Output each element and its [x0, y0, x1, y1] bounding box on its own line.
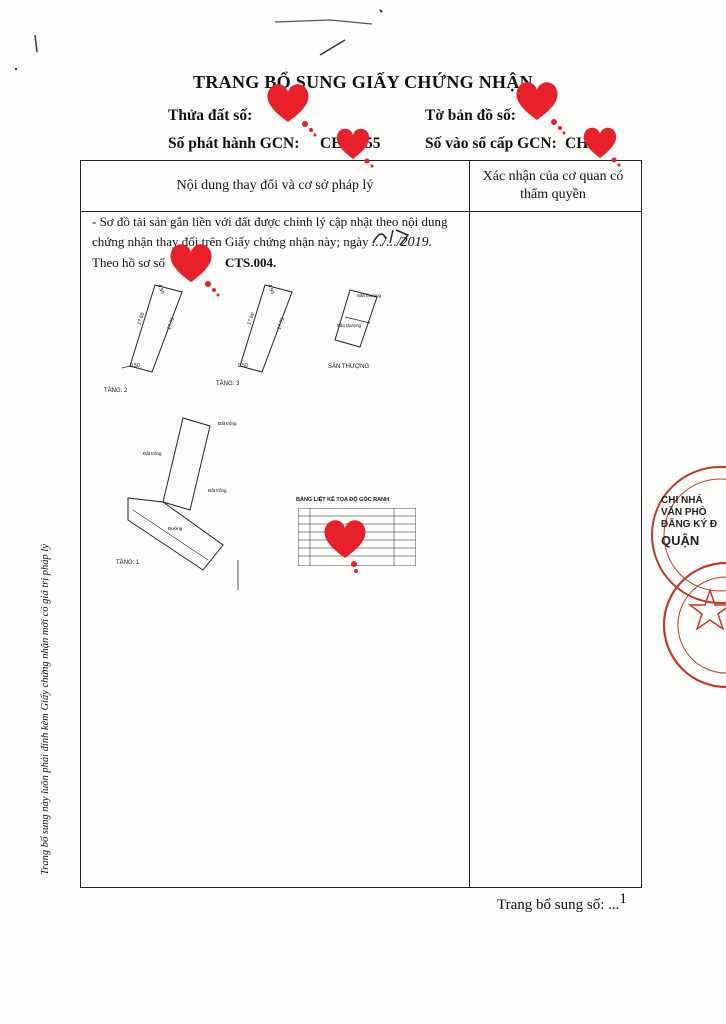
heart-redaction-icon [583, 127, 621, 167]
supplement-page-number: Trang bổ sung số: ...1 [497, 891, 627, 913]
floor-2-diagram: 4.90 17.60 17.75 0.50 [121, 284, 183, 373]
svg-text:Đường: Đường [168, 526, 183, 531]
svg-text:4.90: 4.90 [266, 284, 275, 295]
rooftop-label: SÂN THƯỢNG [328, 364, 370, 370]
heart-redaction-icon [336, 128, 374, 168]
heart-redaction-icon [324, 520, 366, 573]
scan-marks [15, 9, 383, 70]
so-phat-hanh-label: Số phát hành GCN: [168, 135, 300, 152]
stamp-text: CHI NHÁ VĂN PHÒ ĐĂNG KÝ Đ QUẬN [661, 495, 718, 548]
thua-dat-label: Thửa đất số: [168, 107, 253, 124]
svg-text:17.75: 17.75 [276, 317, 286, 331]
so-phat-hanh-value: CE [320, 135, 342, 152]
heart-redaction-icon [267, 84, 317, 137]
column-divider [469, 161, 470, 887]
heart-redaction-icon [516, 82, 566, 135]
svg-text:17.60: 17.60 [246, 312, 256, 326]
coord-table-title: BẢNG LIỆT KÊ TỌA ĐỘ GÓC RANH [296, 497, 389, 503]
floor-1-diagram: Đất trống Đất trống Đất trống Đường [127, 417, 239, 590]
side-note: Trang bổ sung này luôn phải đính kèm Giấ… [40, 544, 51, 875]
rooftop-diagram: Sân thượng Sân thượng [334, 289, 381, 348]
svg-text:Đất trống: Đất trống [208, 488, 227, 493]
so-vao-so-value: CH [565, 135, 589, 152]
handwritten-mark [372, 229, 410, 246]
svg-text:17.60: 17.60 [136, 312, 146, 326]
content-text: - Sơ đồ tài sản gắn liền với đất được ch… [92, 212, 462, 273]
svg-text:Sân thượng: Sân thượng [357, 293, 381, 298]
svg-text:0.50: 0.50 [238, 363, 248, 369]
content-table: Nội dung thay đổi và cơ sở pháp lý Xác n… [80, 160, 642, 888]
svg-text:17.75: 17.75 [166, 317, 176, 331]
svg-text:0.50: 0.50 [130, 363, 140, 369]
to-ban-do-label: Tờ bản đồ số: [425, 107, 516, 124]
content-code: CTS.004. [224, 255, 277, 270]
so-vao-so-label: Số vào sổ cấp GCN: [425, 135, 557, 152]
svg-text:Đất trống: Đất trống [218, 421, 237, 426]
header-left: Nội dung thay đổi và cơ sở pháp lý [176, 178, 374, 193]
heart-redaction-icon [170, 244, 220, 297]
page-title: TRANG BỔ SUNG GIẤY CHỨNG NHẬN [193, 72, 533, 92]
svg-text:Đất trống: Đất trống [143, 451, 162, 456]
svg-text:4.90: 4.90 [156, 284, 165, 295]
header-right: Xác nhận của cơ quan có thẩm quyền [482, 169, 624, 202]
floor-3-diagram: 4.90 17.60 17.75 0.50 [238, 284, 293, 373]
official-stamp [651, 466, 726, 689]
floor-2-label: TẦNG: 2 [104, 388, 128, 394]
header-divider [81, 211, 641, 212]
floor-3-label: TẦNG: 3 [216, 381, 240, 387]
content-line-1: - Sơ đồ tài sản gắn liền với đất được ch… [92, 214, 448, 229]
svg-text:Sân thượng: Sân thượng [337, 323, 361, 328]
floor-1-label: TẦNG: 1 [116, 560, 140, 566]
